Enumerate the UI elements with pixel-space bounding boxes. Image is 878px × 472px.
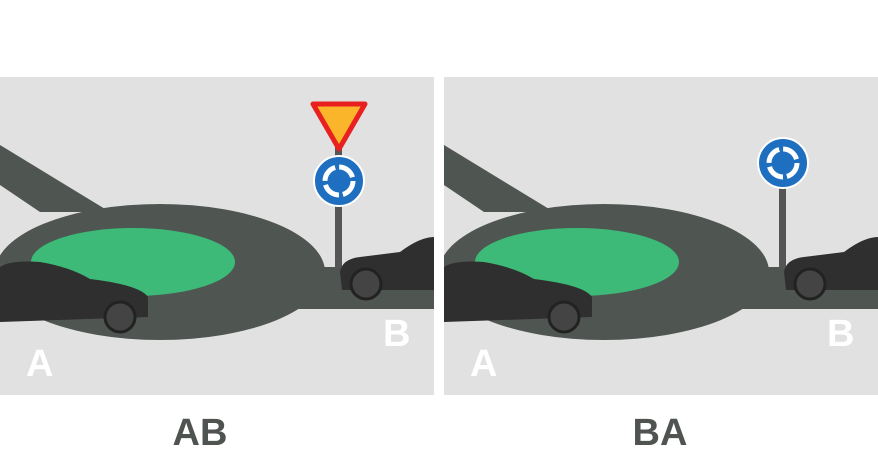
point-a-label: A [26, 343, 54, 385]
scenario-panel-ba: A B [444, 77, 878, 395]
roundabout-sign [757, 137, 809, 189]
car-a [0, 261, 148, 334]
point-b-label: B [827, 313, 855, 355]
roundabout-illustration [444, 137, 878, 340]
caption-ba: BA [632, 412, 688, 454]
caption-ab: AB [172, 412, 228, 454]
car-b [784, 237, 878, 301]
point-a-label: A [470, 343, 498, 385]
sign-pole [335, 147, 342, 269]
roundabout-illustration [0, 101, 434, 340]
car-a [444, 261, 592, 334]
yield-sign [310, 101, 368, 152]
scenario-panel-ab: A B [0, 77, 434, 395]
point-b-label: B [383, 313, 411, 355]
car-b [340, 237, 434, 301]
sign-pole [779, 177, 786, 269]
roundabout-sign [313, 155, 365, 207]
